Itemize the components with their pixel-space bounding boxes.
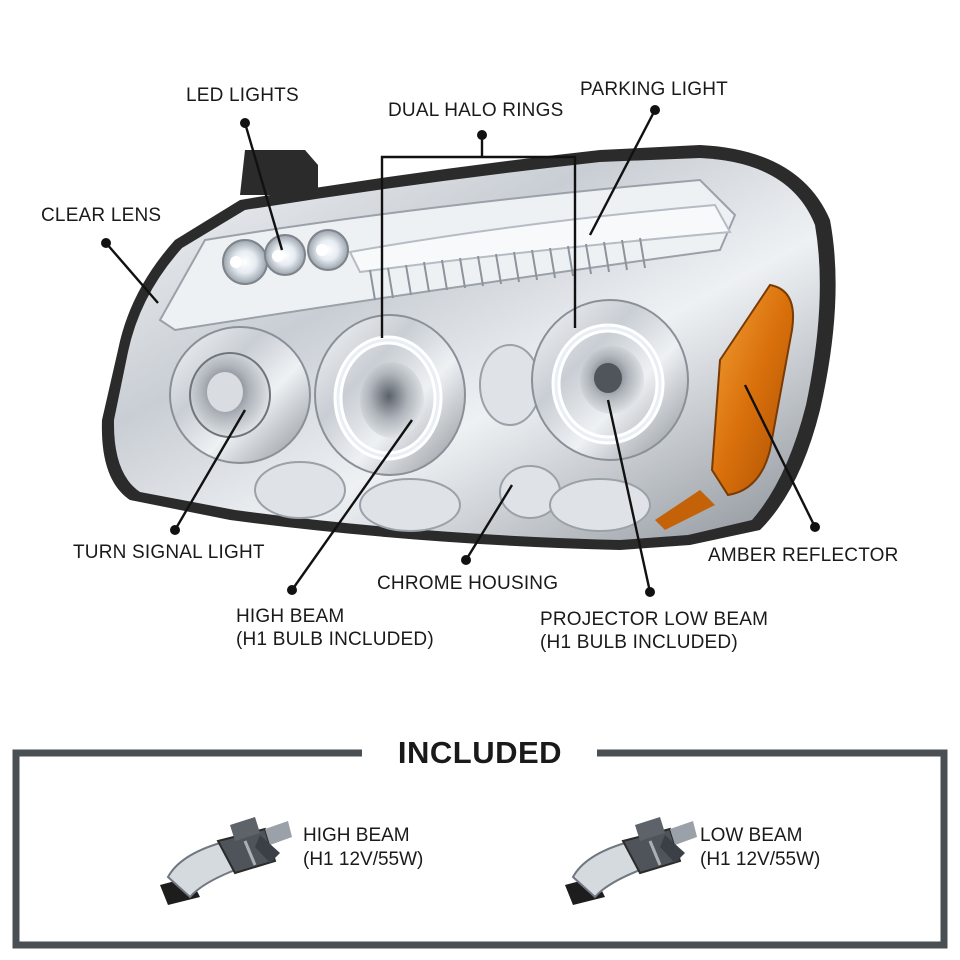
mounting-bracket: [240, 150, 318, 195]
low-beam-bulb-image: [565, 817, 697, 905]
parking-light-fins: [369, 237, 646, 301]
lower-reflectors: [254, 344, 651, 532]
label-projector-low-beam: PROJECTOR LOW BEAM (H1 BULB INCLUDED): [540, 608, 768, 654]
label-dual-halo-rings: DUAL HALO RINGS: [388, 100, 564, 121]
label-turn-signal-light: TURN SIGNAL LIGHT: [73, 542, 265, 563]
turn-signal-reflector: [169, 326, 311, 464]
included-item-high-beam-line2: (H1 12V/55W): [303, 849, 424, 870]
included-item-high-beam-line1: HIGH BEAM: [303, 825, 410, 846]
label-projector-low-beam-line1: PROJECTOR LOW BEAM: [540, 609, 769, 630]
label-high-beam-line1: HIGH BEAM: [236, 606, 345, 627]
headlight-illustration: [101, 105, 836, 597]
low-beam-projector: [531, 299, 689, 461]
callout-lines: [105, 109, 817, 593]
included-item-low-beam-line2: (H1 12V/55W): [700, 849, 821, 870]
included-title: INCLUDED: [397, 735, 563, 770]
included-box-frame: [12, 749, 948, 949]
parking-light-bar: [348, 203, 732, 274]
label-amber-reflector: AMBER REFLECTOR: [708, 545, 899, 566]
included-item-high-beam: HIGH BEAM (H1 12V/55W): [303, 824, 423, 872]
high-beam-bulb-image: [160, 817, 292, 905]
label-clear-lens: CLEAR LENS: [41, 205, 162, 226]
amber-reflector: [710, 283, 794, 497]
label-chrome-housing: CHROME HOUSING: [377, 573, 559, 594]
label-led-lights: LED LIGHTS: [186, 85, 299, 106]
amber-lower-accent: [655, 490, 715, 530]
label-parking-light: PARKING LIGHT: [580, 79, 728, 100]
included-item-low-beam-line1: LOW BEAM: [700, 825, 803, 846]
included-item-low-beam: LOW BEAM (H1 12V/55W): [700, 824, 820, 872]
callout-dots: [101, 105, 820, 597]
high-beam-projector: [314, 314, 466, 476]
label-projector-low-beam-line2: (H1 BULB INCLUDED): [540, 632, 738, 653]
label-high-beam: HIGH BEAM (H1 BULB INCLUDED): [236, 605, 434, 651]
led-lights: [222, 229, 349, 285]
label-high-beam-line2: (H1 BULB INCLUDED): [236, 629, 434, 650]
